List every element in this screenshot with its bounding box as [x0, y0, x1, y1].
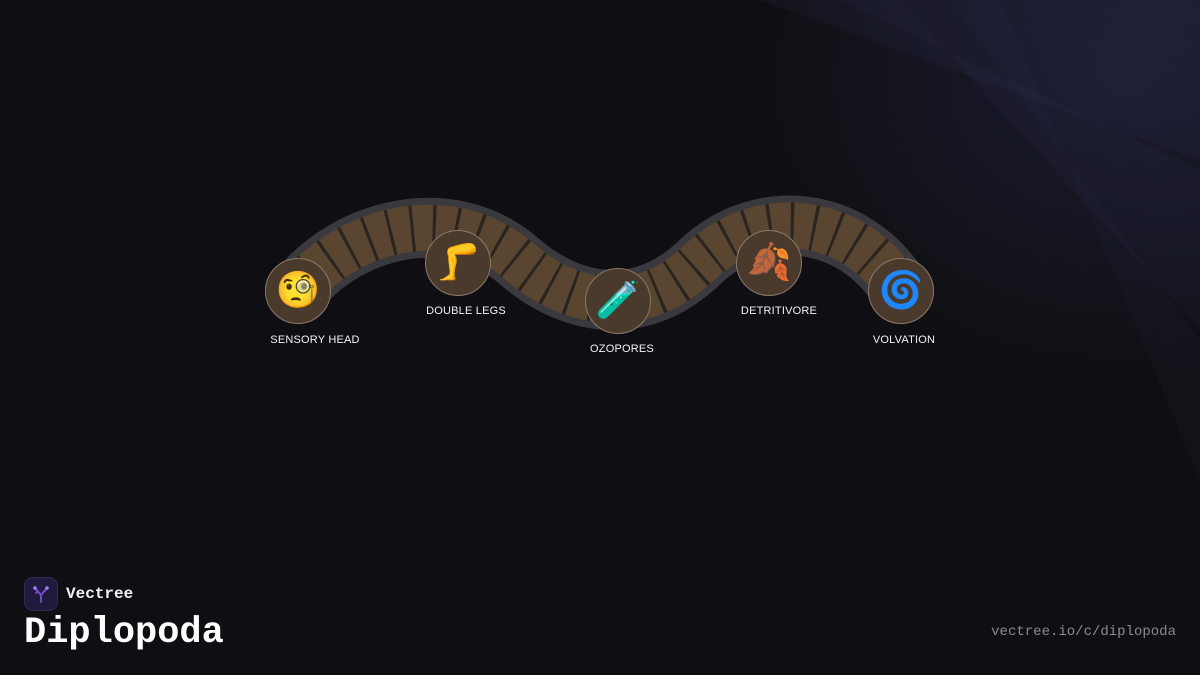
node-sensory-head[interactable]: 🧐	[265, 258, 331, 324]
node-label-ozopores: OZOPORES	[590, 343, 654, 355]
test-tube-icon: 🧪	[595, 280, 641, 321]
brand[interactable]: Vectree	[24, 577, 133, 611]
node-label-volvation: VOLVATION	[872, 334, 936, 346]
node-label-sensory-head: SENSORY HEAD	[270, 334, 360, 346]
leg-icon: 🦵	[435, 242, 481, 283]
node-ozopores[interactable]: 🧪	[585, 268, 651, 334]
node-detritivore[interactable]: 🍂	[736, 230, 802, 296]
cyclone-icon: 🌀	[878, 270, 924, 311]
node-double-legs[interactable]: 🦵	[425, 230, 491, 296]
page-title: Diplopoda	[24, 612, 224, 654]
node-label-double-legs: DOUBLE LEGS	[426, 305, 506, 317]
brand-name: Vectree	[66, 585, 134, 603]
vectree-tree-logo-icon	[24, 577, 58, 611]
node-label-detritivore: DETRITIVORE	[740, 305, 818, 317]
monocle-face-icon: 🧐	[275, 270, 321, 311]
node-volvation[interactable]: 🌀	[868, 258, 934, 324]
fallen-leaf-icon: 🍂	[746, 242, 792, 283]
page-url[interactable]: vectree.io/c/diplopoda	[991, 624, 1176, 640]
